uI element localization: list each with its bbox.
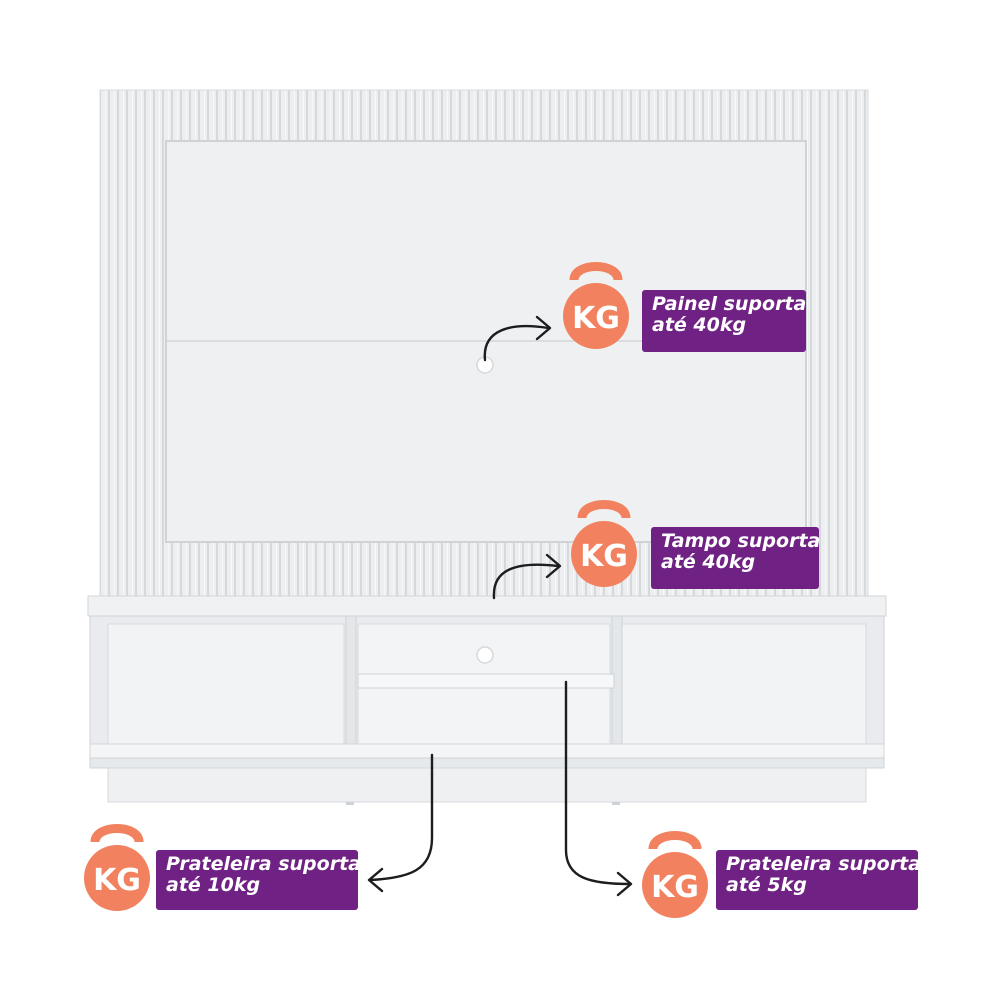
kettlebell-icon-panel: KG	[563, 262, 629, 349]
callout-top: Tampo suporta até 40kg	[651, 527, 821, 589]
callout-shelf-large-line2: até 10kg	[166, 874, 261, 896]
kettlebell-icon-shelf-small: KG	[642, 831, 708, 918]
middle-shelf	[357, 673, 615, 689]
callout-panel-line2: até 40kg	[652, 314, 747, 336]
arrow-panel	[483, 324, 550, 362]
callout-shelf-large-line1: Prateleira suporta	[166, 853, 361, 875]
callout-shelf-large: Prateleira suporta até 10kg	[156, 850, 361, 910]
kettlebell-icon-top: KG	[571, 500, 637, 587]
rack-base	[89, 757, 885, 769]
arrow-shelf-small	[564, 680, 632, 886]
callout-panel: Painel suporta até 40kg	[642, 290, 806, 352]
rack-cable-hole	[476, 646, 494, 664]
arrow-top	[492, 563, 560, 600]
rack-plinth	[107, 767, 867, 803]
svg-text:KG: KG	[572, 301, 620, 336]
callout-shelf-small-line2: até 5kg	[726, 874, 807, 896]
callout-top-line2: até 40kg	[661, 551, 756, 573]
callout-top-line1: Tampo suporta	[661, 530, 821, 552]
svg-text:KG: KG	[651, 870, 699, 905]
kettlebell-icon-shelf-large: KG	[84, 824, 150, 911]
svg-text:KG: KG	[580, 539, 628, 574]
svg-text:KG: KG	[93, 863, 141, 898]
callout-shelf-small-line1: Prateleira suporta	[726, 853, 921, 875]
arrow-shelf-large	[368, 753, 434, 882]
callout-panel-line1: Painel suporta	[652, 293, 807, 315]
rack-top	[87, 595, 887, 617]
callout-shelf-small: Prateleira suporta até 5kg	[716, 850, 921, 910]
